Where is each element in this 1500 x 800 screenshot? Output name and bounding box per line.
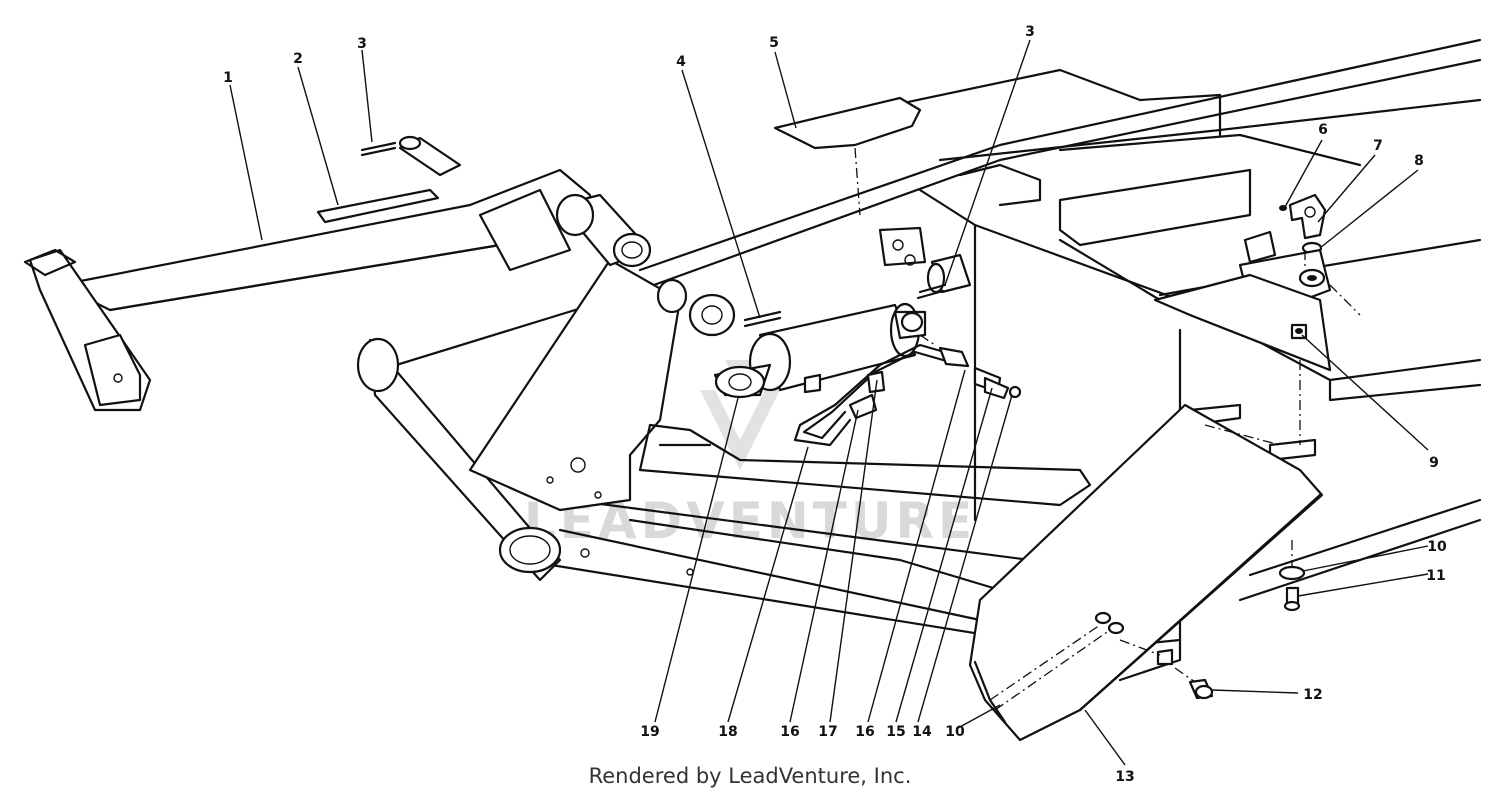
callout-19: 19 [640,724,659,740]
credit-text: Rendered by LeadVenture, Inc. [588,764,912,788]
callout-18: 18 [718,724,737,740]
part-3-pin-right [916,253,972,300]
valve-block [1153,230,1332,372]
leader-lines [229,39,1429,766]
callout-labels: 1 2 3 4 5 3 6 7 8 9 10 11 12 13 10 14 15… [223,24,1447,785]
center-lines [854,147,1361,683]
callout-3-left: 3 [357,36,367,52]
part-1-lift-handle [23,168,592,412]
callout-4: 4 [676,54,686,70]
callout-8: 8 [1414,153,1424,169]
callout-9: 9 [1429,455,1439,471]
callout-12: 12 [1303,687,1322,703]
callout-14: 14 [912,724,932,740]
part-5-decal-plate [773,96,922,150]
callout-15: 15 [886,724,905,740]
frame-assembly [356,38,1482,682]
part-12-bolt [1094,611,1214,700]
callout-16-right: 16 [855,724,874,740]
callout-2: 2 [293,51,303,67]
callout-10-bottom: 10 [945,724,965,740]
callout-6: 6 [1318,122,1328,138]
callout-3-right: 3 [1025,24,1035,40]
part-3-pin-left [360,135,462,177]
hydraulic-cylinder [713,302,927,399]
part-13-discharge-shield [968,403,1324,742]
part-7-elbow-fitting [1288,193,1327,240]
callout-11: 11 [1426,568,1445,584]
hydraulic-hose [793,343,1022,447]
callout-16-left: 16 [780,724,799,740]
callout-7: 7 [1373,138,1383,154]
part-2-grip-pad [316,188,440,224]
pivot-tube [555,193,736,337]
callout-13: 13 [1115,769,1134,785]
callout-17: 17 [818,724,837,740]
part-4-cotter-pin [743,310,782,328]
callout-1: 1 [223,70,233,86]
part-10-washer [1278,565,1306,581]
callout-10-right: 10 [1427,539,1447,555]
part-11-bolt [1283,586,1301,612]
callout-5: 5 [769,35,779,51]
